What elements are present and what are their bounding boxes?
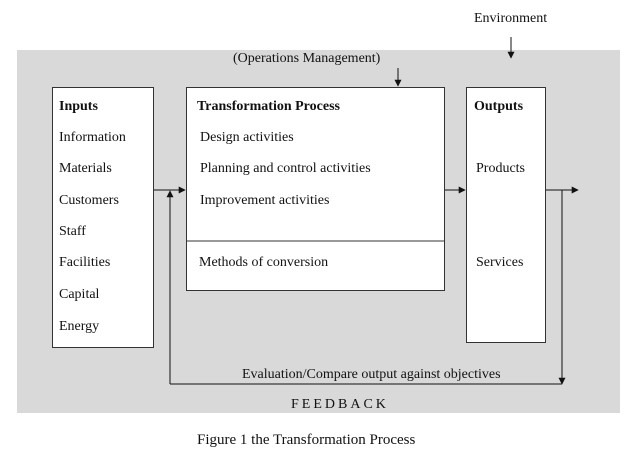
input-item: Materials <box>59 161 112 176</box>
transformation-item: Planning and control activities <box>200 161 371 176</box>
input-item: Capital <box>59 287 100 302</box>
transformation-title: Transformation Process <box>197 99 340 114</box>
outputs-box <box>466 87 546 343</box>
figure-caption: Figure 1 the Transformation Process <box>197 432 416 448</box>
output-item: Products <box>476 161 525 176</box>
transformation-item: Design activities <box>200 130 294 145</box>
input-item: Staff <box>59 224 86 239</box>
input-item: Facilities <box>59 255 111 270</box>
input-item: Information <box>59 130 126 145</box>
evaluation-label: Evaluation/Compare output against object… <box>242 367 501 382</box>
inputs-box <box>52 87 154 348</box>
outputs-title: Outputs <box>474 99 524 114</box>
output-item: Services <box>476 255 524 270</box>
inputs-title: Inputs <box>59 99 98 114</box>
transformation-box <box>186 87 445 291</box>
environment-label: Environment <box>474 11 548 26</box>
methods-of-conversion: Methods of conversion <box>199 255 329 270</box>
feedback-label: FEEDBACK <box>291 397 389 412</box>
operations-management-label: (Operations Management) <box>233 51 381 66</box>
input-item: Customers <box>59 193 119 208</box>
transformation-item: Improvement activities <box>200 193 330 208</box>
input-item: Energy <box>59 319 100 334</box>
